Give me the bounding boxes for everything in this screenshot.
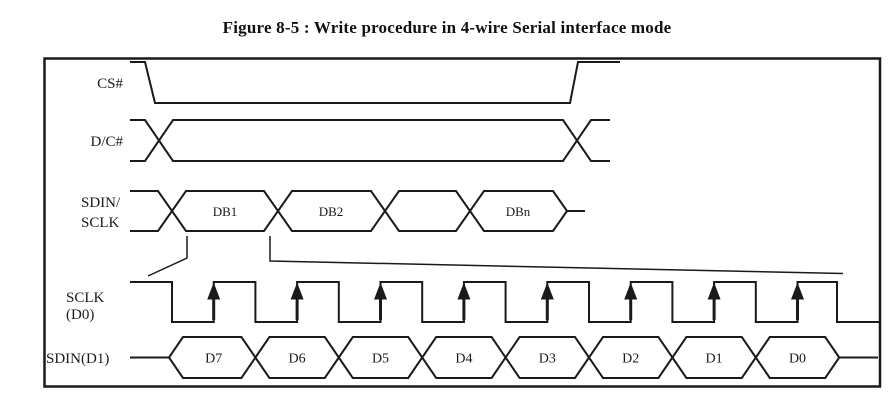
bus-waveform-lower bbox=[130, 190, 568, 232]
diagram-border bbox=[43, 57, 882, 388]
rising-edge-arrow-icon bbox=[540, 282, 554, 320]
cs-waveform bbox=[130, 61, 620, 104]
rising-edge-arrow-icon bbox=[290, 282, 304, 320]
rising-edge-arrow-icon bbox=[457, 282, 471, 320]
clock-waveform bbox=[130, 281, 879, 323]
clock-signal-label-line2: (D0) bbox=[66, 307, 94, 323]
dc-waveform-upper bbox=[130, 119, 610, 162]
expansion-leader-left bbox=[147, 236, 188, 277]
figure-title: Figure 8-5 : Write procedure in 4-wire S… bbox=[222, 18, 672, 37]
data-bit-label: D0 bbox=[789, 352, 806, 367]
bus-cell-label: DB2 bbox=[319, 204, 344, 219]
dc-signal-label: D/C# bbox=[90, 134, 123, 150]
clock-rising-edge-arrows bbox=[207, 282, 804, 320]
dc-waveform-lower bbox=[130, 119, 610, 162]
data-bit-label: D6 bbox=[289, 352, 306, 367]
sdin-waveform-lower bbox=[168, 336, 841, 379]
bus-signal-label-line2: SCLK bbox=[81, 215, 120, 231]
bus-cell-label: DB1 bbox=[213, 204, 238, 219]
data-bit-label: D1 bbox=[706, 352, 723, 367]
rising-edge-arrow-icon bbox=[207, 282, 221, 320]
rising-edge-arrow-icon bbox=[707, 282, 721, 320]
bus-cell-label: DBn bbox=[506, 204, 531, 219]
rising-edge-arrow-icon bbox=[624, 282, 638, 320]
cs-signal-label: CS# bbox=[97, 76, 123, 92]
data-bit-label: D4 bbox=[455, 352, 472, 367]
data-bit-label: D7 bbox=[205, 352, 222, 367]
data-bit-label: D2 bbox=[622, 352, 639, 367]
sdin-signal-label: SDIN(D1) bbox=[46, 351, 109, 367]
rising-edge-arrow-icon bbox=[791, 282, 804, 320]
rising-edge-arrow-icon bbox=[374, 282, 387, 320]
data-bit-label: D3 bbox=[539, 352, 556, 367]
clock-signal-label-line1: SCLK bbox=[66, 290, 105, 306]
bus-signal-label-line1: SDIN/ bbox=[81, 195, 121, 211]
expansion-leader-right bbox=[269, 236, 844, 275]
data-bit-label: D5 bbox=[372, 352, 389, 367]
